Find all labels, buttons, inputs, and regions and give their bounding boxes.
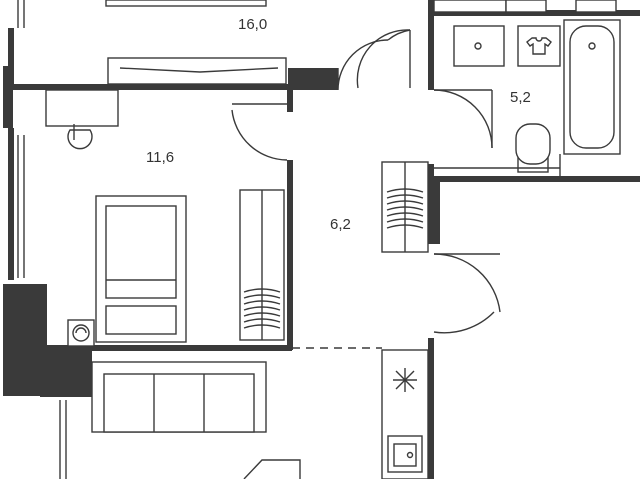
left-corner-block: [40, 345, 92, 397]
shirt-icon: [526, 37, 552, 55]
hanger: [386, 218, 424, 223]
bathroom-area: 5,2: [510, 89, 531, 106]
bedroom-desk: [45, 89, 119, 150]
hall-wall-right-lower: [428, 338, 434, 479]
bedroom-area: 11,6: [146, 149, 174, 166]
hanger: [386, 206, 424, 211]
snowflake-icon: [393, 368, 417, 392]
hallway-wardrobe: [381, 161, 429, 253]
wall-bedroom-right: [287, 90, 293, 112]
wall-bedroom-bottom: [92, 345, 292, 351]
left-windows: [17, 0, 67, 479]
left-wall-upper: [8, 28, 14, 90]
desk: [45, 89, 119, 127]
sofa-top-edge: [105, 0, 267, 7]
bath-wall-top: [428, 10, 640, 16]
washing-machine-icon: [67, 319, 95, 347]
hanger: [386, 194, 424, 199]
hanger: [243, 324, 281, 329]
bathroom-fixtures: [433, 0, 621, 176]
left-pillar-top: [3, 66, 13, 128]
chair: [67, 129, 93, 150]
hanger: [386, 200, 424, 205]
hallway-area: 6,2: [330, 216, 351, 233]
walls: [3, 0, 640, 479]
hanger: [386, 212, 424, 217]
bath-wall-left: [428, 0, 434, 90]
hanger: [243, 306, 281, 311]
pillar-center-top: [288, 68, 338, 90]
hall-wall-right-step: [428, 182, 440, 244]
left-pillar-bottom: [3, 284, 47, 396]
bed: [95, 195, 187, 343]
living-room-furniture: [105, 0, 287, 85]
hanger: [243, 300, 281, 305]
living-room-area: 16,0: [238, 16, 267, 33]
tv-unit: [107, 57, 287, 85]
wall-living-bedroom: [14, 84, 290, 90]
hanger: [386, 188, 424, 193]
bedroom-wardrobe: [239, 189, 285, 341]
bath-wall-bottom: [434, 176, 640, 182]
hanger: [243, 288, 281, 293]
left-wall-mid: [8, 128, 14, 280]
doors: [231, 29, 501, 334]
hanger: [243, 294, 281, 299]
hanger: [386, 224, 424, 229]
hanger: [243, 312, 281, 317]
kitchen-furniture: [91, 349, 429, 479]
hanger: [243, 318, 281, 323]
wall-bedroom-right-lower: [287, 160, 293, 350]
